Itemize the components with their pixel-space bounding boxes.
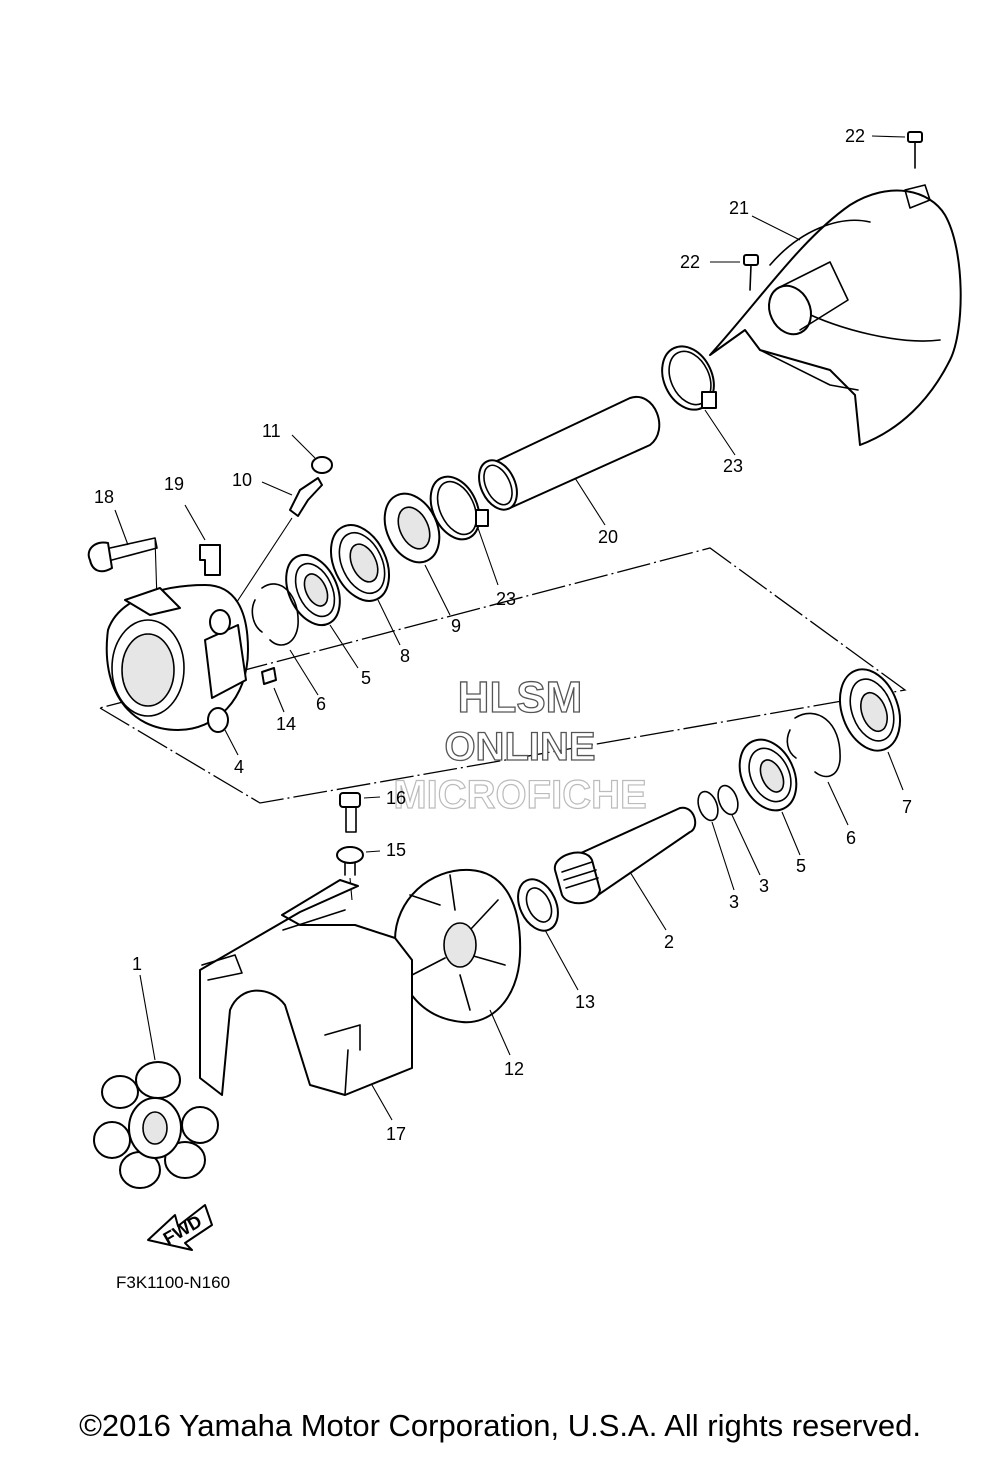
- part-17-duct-housing: [199, 879, 413, 1121]
- part-13-spacer-ring: [517, 878, 579, 991]
- part-16-bolt: [339, 792, 381, 833]
- callout-23a: 23: [723, 456, 743, 476]
- callout-13: 13: [575, 992, 595, 1012]
- callout-9: 9: [451, 616, 461, 636]
- part-2-impeller-shaft: [553, 806, 697, 931]
- callout-23b: 23: [496, 589, 516, 609]
- part-5-bearing-upper: [285, 553, 359, 669]
- callout-6b: 6: [846, 828, 856, 848]
- part-22-bolt-lower: [710, 254, 759, 291]
- part-15-collar: [336, 846, 381, 901]
- callout-20: 20: [598, 527, 618, 547]
- callout-1: 1: [132, 954, 142, 974]
- callout-6a: 6: [316, 694, 326, 714]
- part-8-bearing: [329, 524, 401, 646]
- callout-4: 4: [234, 757, 244, 777]
- callout-22b: 22: [680, 252, 700, 272]
- part-21-nozzle-cover: [709, 184, 962, 446]
- fwd-direction-arrow: FWD: [147, 1204, 213, 1251]
- part-23-clamp-upper: [661, 345, 736, 456]
- part-22-bolt-upper: [871, 131, 923, 169]
- watermark-line3: MICROFICHE: [393, 773, 646, 817]
- watermark-line2: ONLINE: [444, 725, 595, 769]
- callout-3a: 3: [729, 892, 739, 912]
- callout-labels: 1 2 3 3 4 5 5 6 6 7 8 9 10 11 12 13 14 1…: [94, 126, 912, 1144]
- callout-19: 19: [164, 474, 184, 494]
- part-12-impeller: [394, 868, 522, 1056]
- copyright-notice: ©2016 Yamaha Motor Corporation, U.S.A. A…: [79, 1408, 921, 1443]
- callout-15: 15: [386, 840, 406, 860]
- part-3-o-rings: [697, 784, 761, 891]
- callout-5b: 5: [796, 856, 806, 876]
- callout-22a: 22: [845, 126, 865, 146]
- part-19-clip: [184, 504, 221, 576]
- part-7-bearing: [839, 668, 904, 791]
- callout-7: 7: [902, 797, 912, 817]
- callout-11: 11: [262, 421, 281, 441]
- callout-17: 17: [386, 1124, 406, 1144]
- part-20-hose: [478, 395, 661, 526]
- callout-14: 14: [276, 714, 296, 734]
- callout-18: 18: [94, 487, 114, 507]
- callout-3b: 3: [759, 876, 769, 896]
- watermark: HLSM ONLINE MICROFICHE: [393, 672, 648, 817]
- part-1-damper: [93, 974, 219, 1189]
- callout-5a: 5: [361, 668, 371, 688]
- part-18-bolt: [87, 509, 158, 601]
- watermark-line1: HLSM: [458, 673, 583, 722]
- part-6-circlip-upper: [251, 583, 319, 696]
- callout-10: 10: [232, 470, 252, 490]
- part-4-pump-housing: [105, 584, 285, 756]
- part-9-oil-seal: [383, 492, 451, 616]
- callout-21: 21: [729, 198, 749, 218]
- part-5-bearing-lower: [738, 738, 801, 856]
- callout-12: 12: [504, 1059, 524, 1079]
- diagram-code: F3K1100-N160: [116, 1273, 230, 1292]
- callout-16: 16: [386, 788, 406, 808]
- part-10-grease-nipple: [224, 477, 323, 621]
- part-11-cap: [291, 434, 333, 474]
- callout-2: 2: [664, 932, 674, 952]
- assembly-outline: [99, 547, 907, 804]
- callout-8: 8: [400, 646, 410, 666]
- part-23-clamp-lower: [429, 475, 499, 586]
- part-6-circlip-lower: [786, 712, 849, 826]
